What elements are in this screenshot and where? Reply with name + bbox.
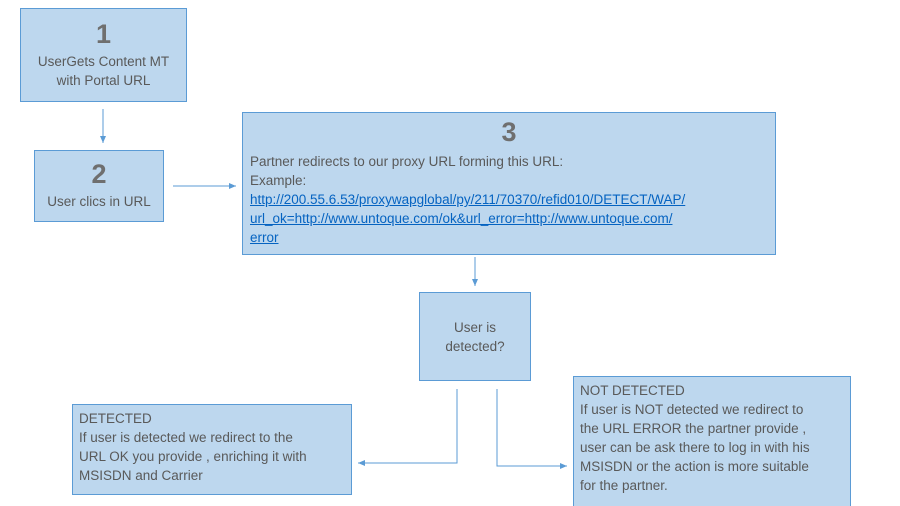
arrow-decision-to-detected — [358, 389, 458, 466]
step-2-box: 2 User clics in URL — [34, 150, 164, 222]
step-1-number: 1 — [95, 18, 112, 49]
detected-text-line: URL OK you provide , enriching it with — [79, 449, 307, 464]
step-2-number: 2 — [91, 159, 107, 189]
decision-text-line2: detected? — [445, 338, 505, 354]
not-detected-text-line: MSISDN or the action is more suitable — [580, 459, 809, 474]
not-detected-text-line: If user is NOT detected we redirect to — [580, 402, 804, 417]
not-detected-text-line: user can be ask there to log in with his — [580, 440, 810, 455]
step-3-text-line2: Example: — [250, 173, 307, 188]
not-detected-title: NOT DETECTED — [580, 383, 685, 398]
not-detected-text-line: the URL ERROR the partner provide , — [580, 421, 807, 436]
step-1-text-line1: UserGets Content MT — [37, 53, 170, 69]
step-3-number: 3 — [501, 117, 517, 147]
not-detected-text-line: for the partner. — [580, 478, 668, 493]
proxy-url-link-part2[interactable]: url_ok=http://www.untoque.com/ok&url_err… — [250, 211, 673, 226]
detected-text-line: If user is detected we redirect to the — [79, 430, 293, 445]
arrow-decision-to-not-detected — [496, 389, 567, 469]
detected-title: DETECTED — [79, 411, 152, 426]
proxy-url-link-part1[interactable]: http://200.55.6.53/proxywapglobal/py/211… — [250, 192, 686, 207]
not-detected-box: NOT DETECTED If user is NOT detected we … — [573, 376, 851, 506]
proxy-url-link-part3[interactable]: error — [250, 230, 279, 245]
detected-box: DETECTED If user is detected we redirect… — [72, 404, 352, 495]
step-1-box: 1 UserGets Content MT with Portal URL — [20, 8, 187, 102]
step-3-text-line1: Partner redirects to our proxy URL formi… — [250, 154, 564, 169]
decision-text-line1: User is — [453, 319, 496, 335]
decision-box: User is detected? — [419, 292, 531, 381]
step-3-box: 3 Partner redirects to our proxy URL for… — [242, 112, 776, 255]
detected-text-line: MSISDN and Carrier — [79, 468, 203, 483]
step-1-text-line2: with Portal URL — [56, 72, 151, 88]
step-2-text: User clics in URL — [47, 194, 151, 209]
